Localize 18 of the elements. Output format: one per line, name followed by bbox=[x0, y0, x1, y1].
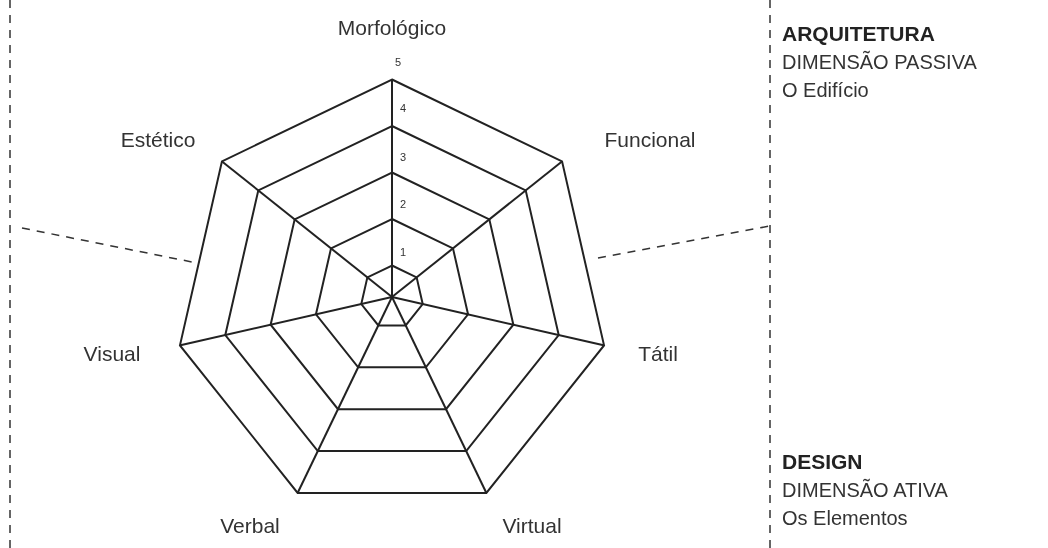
axis-label: Tátil bbox=[638, 341, 678, 367]
axis-label: Virtual bbox=[502, 513, 562, 539]
axis-label: Visual bbox=[83, 341, 141, 367]
scale-number: 4 bbox=[399, 101, 407, 115]
section-subtitle: DIMENSÃO PASSIVA bbox=[782, 50, 977, 74]
scale-number: 5 bbox=[394, 55, 402, 69]
section-text: O Edifício bbox=[782, 78, 869, 102]
axis-label: Verbal bbox=[220, 513, 280, 539]
section-subtitle: DIMENSÃO ATIVA bbox=[782, 478, 948, 502]
section-heading: ARQUITETURA bbox=[782, 21, 935, 47]
section-text: Os Elementos bbox=[782, 506, 908, 530]
scale-number: 2 bbox=[399, 197, 407, 211]
axis-label: Estético bbox=[120, 127, 196, 153]
scale-number: 1 bbox=[399, 245, 407, 259]
axis-label: Morfológico bbox=[337, 15, 447, 41]
axis-label: Funcional bbox=[604, 127, 696, 153]
section-heading: DESIGN bbox=[782, 449, 863, 475]
scale-number: 3 bbox=[399, 150, 407, 164]
